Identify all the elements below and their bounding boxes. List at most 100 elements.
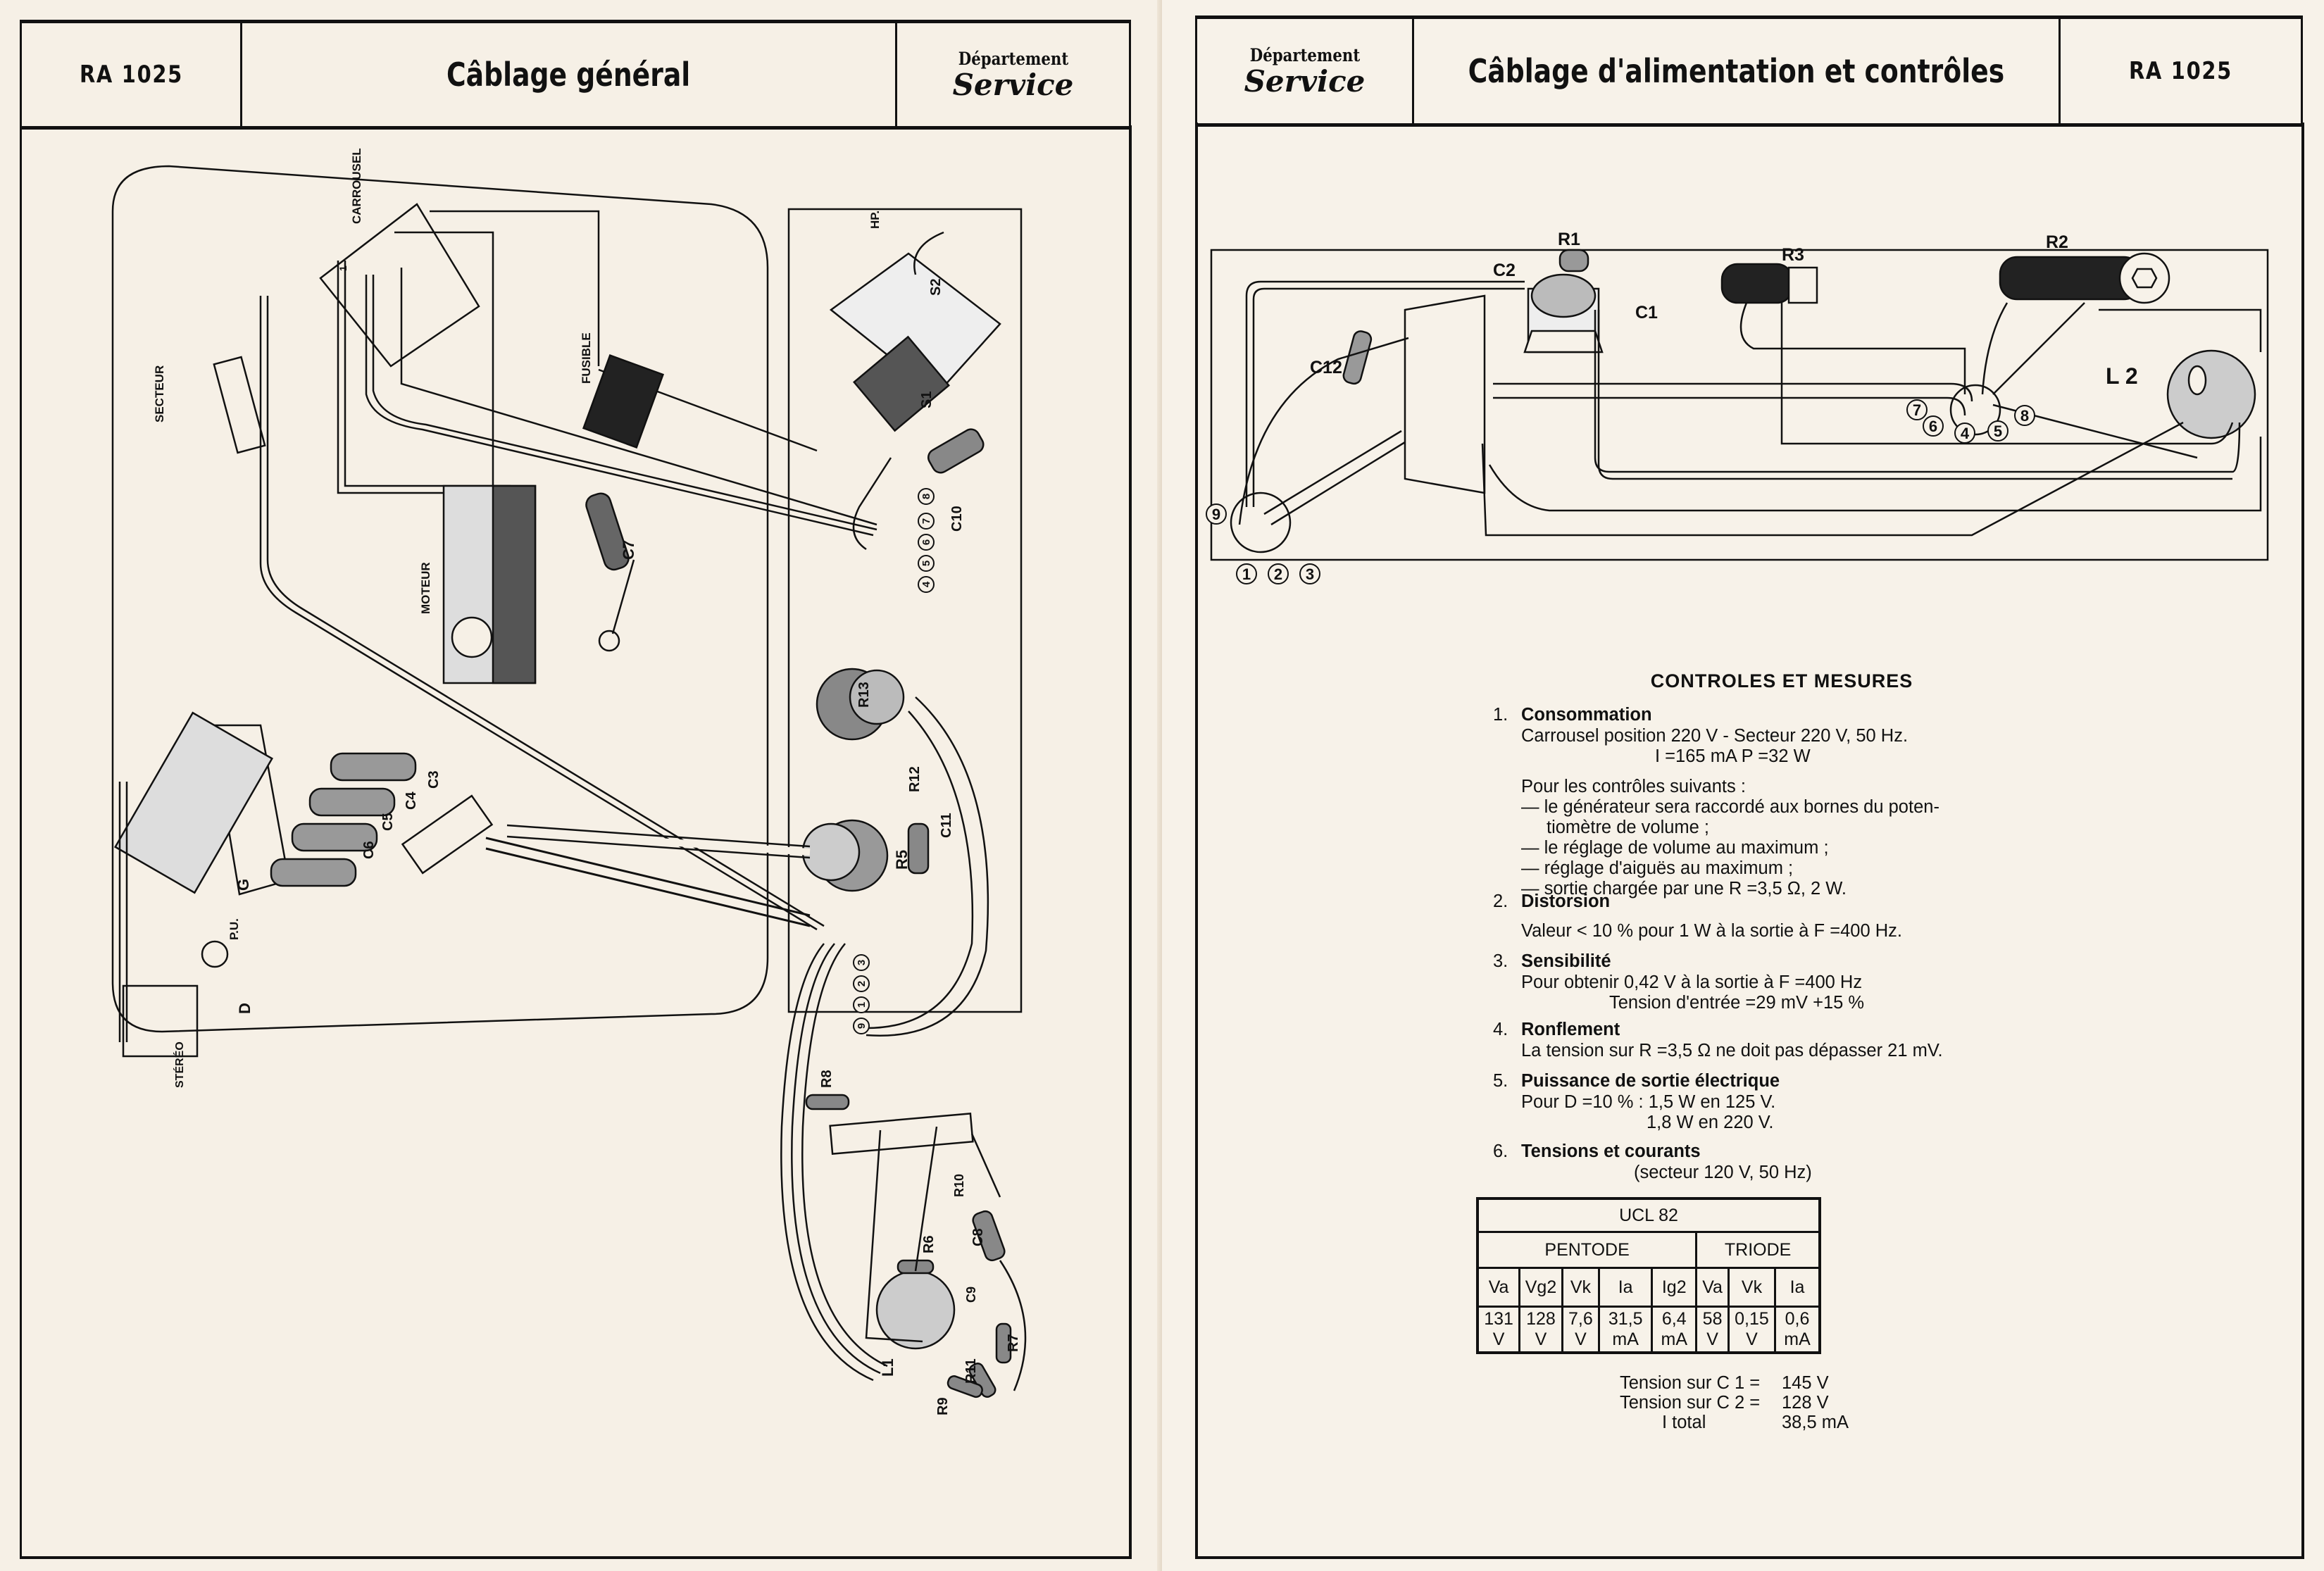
- label-c3: C3: [426, 770, 442, 789]
- label-terminal-1: 1: [337, 265, 349, 271]
- item-number: 5.: [1493, 1071, 1508, 1091]
- group-header-pentode: PENTODE: [1478, 1232, 1698, 1269]
- left-page-header: RA 1025 Câblage général Département Serv…: [20, 20, 1131, 130]
- label-l1: L1: [879, 1358, 897, 1377]
- item-line: Tension d'entrée =29 mV +15 %: [1609, 993, 1865, 1013]
- label-c6: C6: [361, 841, 377, 859]
- right-page-header: Département Service Câblage d'alimentati…: [1195, 15, 2303, 127]
- c7-capacitor: [585, 492, 630, 571]
- item-line: Valeur < 10 % pour 1 W à la sortie à F =…: [1521, 921, 1902, 941]
- department-logo: Département Service: [949, 50, 1078, 100]
- item-line: tiomètre de volume ;: [1547, 818, 1710, 837]
- service-label: Service: [952, 67, 1074, 102]
- column-header: Ia: [1599, 1268, 1654, 1308]
- label-hp: HP.: [868, 211, 882, 229]
- label-r6: R6: [921, 1235, 937, 1253]
- total-row: I total 38,5 mA: [1620, 1413, 1849, 1432]
- general-wiring-diagram: CARROUSEL SECTEUR FUSIBLE MOTEUR C7 HP. …: [111, 148, 1027, 1415]
- label-r10: R10: [952, 1174, 966, 1197]
- item-line: La tension sur R =3,5 Ω ne doit pas dépa…: [1521, 1041, 1943, 1060]
- total-value: 128 V: [1782, 1393, 1829, 1413]
- department-cell: Département Service: [895, 23, 1129, 126]
- pin-label: 4: [920, 581, 932, 587]
- item-heading: Tensions et courants: [1521, 1141, 1701, 1161]
- label-r12: R12: [907, 766, 923, 792]
- pin-label: 6: [920, 539, 932, 545]
- secteur-plate: [213, 356, 266, 454]
- c8-capacitor: [972, 1210, 1006, 1262]
- department-logo: Département Service: [1240, 46, 1370, 96]
- label-c9: C9: [964, 1287, 978, 1303]
- label-c10: C10: [949, 506, 965, 532]
- label-carrousel: CARROUSEL: [350, 148, 363, 224]
- table-cell: 0,6 mA: [1784, 1309, 1811, 1349]
- pin-label: 8: [920, 494, 932, 499]
- table-cell: 131 V: [1478, 1306, 1521, 1353]
- label-c5: C5: [380, 813, 396, 831]
- label-c8: C8: [970, 1228, 986, 1246]
- label-moteur: MOTEUR: [419, 562, 432, 614]
- label-r9: R9: [935, 1397, 951, 1415]
- item-line: Pour obtenir 0,42 V à la sortie à F =400…: [1521, 972, 1863, 992]
- item-number: 1.: [1493, 705, 1508, 725]
- column-header: Va: [1696, 1268, 1730, 1308]
- item-line: Pour D =10 % : 1,5 W en 125 V.: [1521, 1092, 1776, 1112]
- column-header: Vg2: [1519, 1268, 1563, 1308]
- model-number: RA 1025: [2128, 57, 2233, 85]
- item-number: 3.: [1493, 951, 1508, 971]
- item-number: 2.: [1493, 891, 1508, 911]
- item-number: 4.: [1493, 1020, 1508, 1039]
- label-r7: R7: [1006, 1334, 1021, 1352]
- column-header: Ig2: [1651, 1268, 1698, 1308]
- r8-resistor: [805, 1094, 850, 1110]
- label-s1: S1: [919, 392, 935, 408]
- column-header: Ia: [1775, 1268, 1820, 1308]
- label-stereo: STÉRÉO: [173, 1041, 186, 1088]
- label-r13: R13: [856, 682, 872, 708]
- table-cell: 128 V: [1519, 1306, 1563, 1353]
- table-cell: 7,6 V: [1562, 1306, 1601, 1353]
- label-r5: R5: [893, 850, 911, 870]
- label-pu: P.U.: [227, 918, 241, 940]
- label-secteur: SECTEUR: [153, 365, 166, 423]
- item-line: (secteur 120 V, 50 Hz): [1634, 1163, 1812, 1182]
- item-line: — le réglage de volume au maximum ;: [1521, 838, 1829, 858]
- terminal-strip: [401, 794, 494, 875]
- l1-coil-form: [875, 1270, 956, 1350]
- output-frame: [787, 208, 1023, 1013]
- totals-block: Tension sur C 1 = 145 V Tension sur C 2 …: [1620, 1373, 1849, 1432]
- table-cell: 31,5 mA: [1599, 1306, 1654, 1353]
- department-cell: Département Service: [1197, 19, 1412, 123]
- total-value: 38,5 mA: [1782, 1413, 1849, 1432]
- chassis-outline: [111, 165, 769, 1033]
- stereo-connector-d: [122, 984, 199, 1058]
- item-line: Pour les contrôles suivants :: [1521, 777, 1746, 796]
- label-fusible: FUSIBLE: [580, 332, 593, 384]
- item-heading: Ronflement: [1521, 1020, 1620, 1039]
- controls-title: CONTROLES ET MESURES: [1650, 670, 1913, 691]
- r7-resistor: [995, 1322, 1012, 1364]
- item-line: I =165 mA P =32 W: [1655, 746, 1811, 766]
- c3-capacitor: [330, 752, 417, 782]
- total-label: Tension sur C 2 =: [1620, 1393, 1761, 1413]
- right-page-frame: [1195, 123, 2304, 1559]
- label-r11: R11: [963, 1358, 979, 1384]
- group-header-triode: TRIODE: [1696, 1232, 1820, 1269]
- carrousel-board: [319, 203, 480, 368]
- label-g: G: [235, 879, 252, 891]
- item-line: — réglage d'aiguës au maximum ;: [1521, 858, 1794, 878]
- total-label: I total: [1662, 1413, 1706, 1432]
- total-value: 145 V: [1782, 1373, 1829, 1393]
- label-c4: C4: [404, 791, 419, 810]
- total-row: Tension sur C 1 = 145 V: [1620, 1373, 1849, 1393]
- pin-label: 2: [856, 981, 868, 987]
- table-cell: 0,15 V: [1728, 1306, 1777, 1353]
- label-r8: R8: [819, 1070, 835, 1088]
- r9-resistor: [947, 1375, 983, 1398]
- title-cell: Câblage d'alimentation et contrôles: [1412, 19, 2059, 123]
- left-page: RA 1025 Câblage général Département Serv…: [20, 20, 1132, 1559]
- column-header: Va: [1478, 1268, 1521, 1308]
- item-line: 1,8 W en 220 V.: [1647, 1113, 1774, 1132]
- item-heading: Puissance de sortie électrique: [1521, 1071, 1780, 1091]
- total-row: Tension sur C 2 = 128 V: [1620, 1393, 1849, 1413]
